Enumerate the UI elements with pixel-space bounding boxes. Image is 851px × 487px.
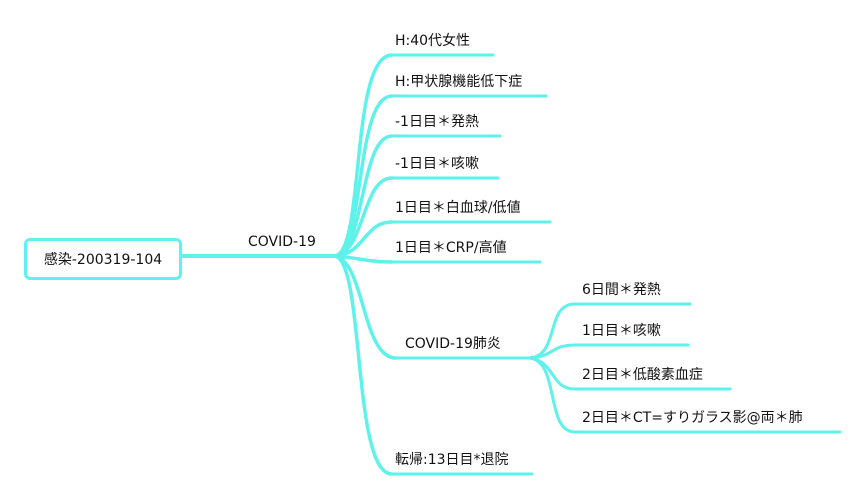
root-node[interactable]: 感染-200319-104: [24, 238, 182, 280]
grandchild-node-0[interactable]: 6日間＊発熱: [582, 282, 661, 298]
edge-child-6: [333, 254, 398, 360]
child-node-3[interactable]: -1日目＊咳嗽: [395, 156, 479, 172]
child-node-4[interactable]: 1日目＊白血球/低値: [395, 200, 521, 216]
child-node-2[interactable]: -1日目＊発熱: [395, 114, 479, 130]
edge-grandchild-1: [528, 343, 577, 360]
edge-child-3: [333, 176, 394, 258]
edge-grandchild-3: [528, 356, 577, 434]
child-node-0[interactable]: H:40代女性: [395, 33, 471, 49]
child-node-1[interactable]: H:甲状腺機能低下症: [395, 74, 523, 90]
root-node-label: 感染-200319-104: [43, 252, 163, 268]
edge-child-4: [333, 220, 394, 258]
child-node-7[interactable]: 転帰:13日目*退院: [395, 452, 509, 468]
child-node-6[interactable]: COVID-19肺炎: [405, 336, 501, 352]
branch-covid19-label[interactable]: COVID-19: [248, 234, 316, 250]
grandchild-node-1[interactable]: 1日目＊咳嗽: [582, 323, 661, 339]
edge-child-7: [333, 254, 394, 476]
grandchild-node-3[interactable]: 2日目＊CT=すりガラス影@両＊肺: [582, 410, 803, 426]
edge-grandchild-2: [528, 356, 577, 391]
child-node-5[interactable]: 1日目＊CRP/高値: [395, 240, 507, 256]
grandchild-node-2[interactable]: 2日目＊低酸素血症: [582, 367, 703, 383]
